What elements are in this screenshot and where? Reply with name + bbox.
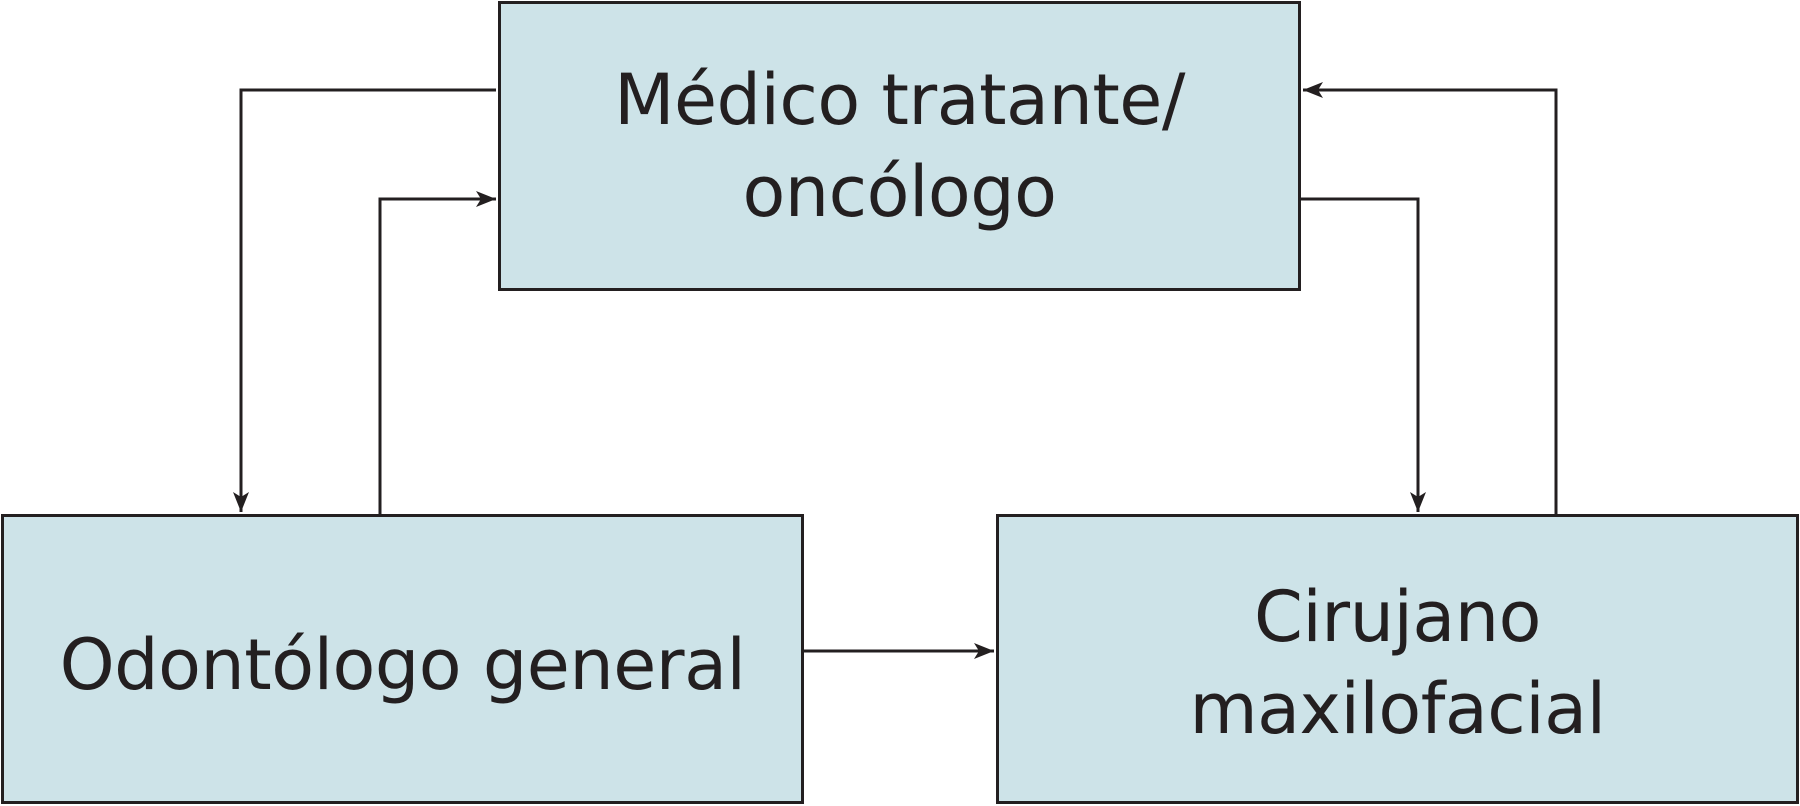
node-cirujano-maxilofacial-label: Cirujano maxilofacial [1189,576,1606,750]
edge-left-to-top-arrow [378,191,496,514]
edge-right-to-top-arrow [1303,82,1558,514]
edge-top-to-right-arrow [1301,197,1426,512]
edge-top-to-left-arrow [233,88,496,512]
node-odontologo-general-label: Odontólogo general [59,624,746,706]
node-medico-tratante-label: Médico tratante/ oncólogo [614,59,1185,233]
node-medico-tratante: Médico tratante/ oncólogo [498,1,1301,291]
node-odontologo-general: Odontólogo general [1,514,804,804]
node-cirujano-maxilofacial: Cirujano maxilofacial [996,514,1799,804]
